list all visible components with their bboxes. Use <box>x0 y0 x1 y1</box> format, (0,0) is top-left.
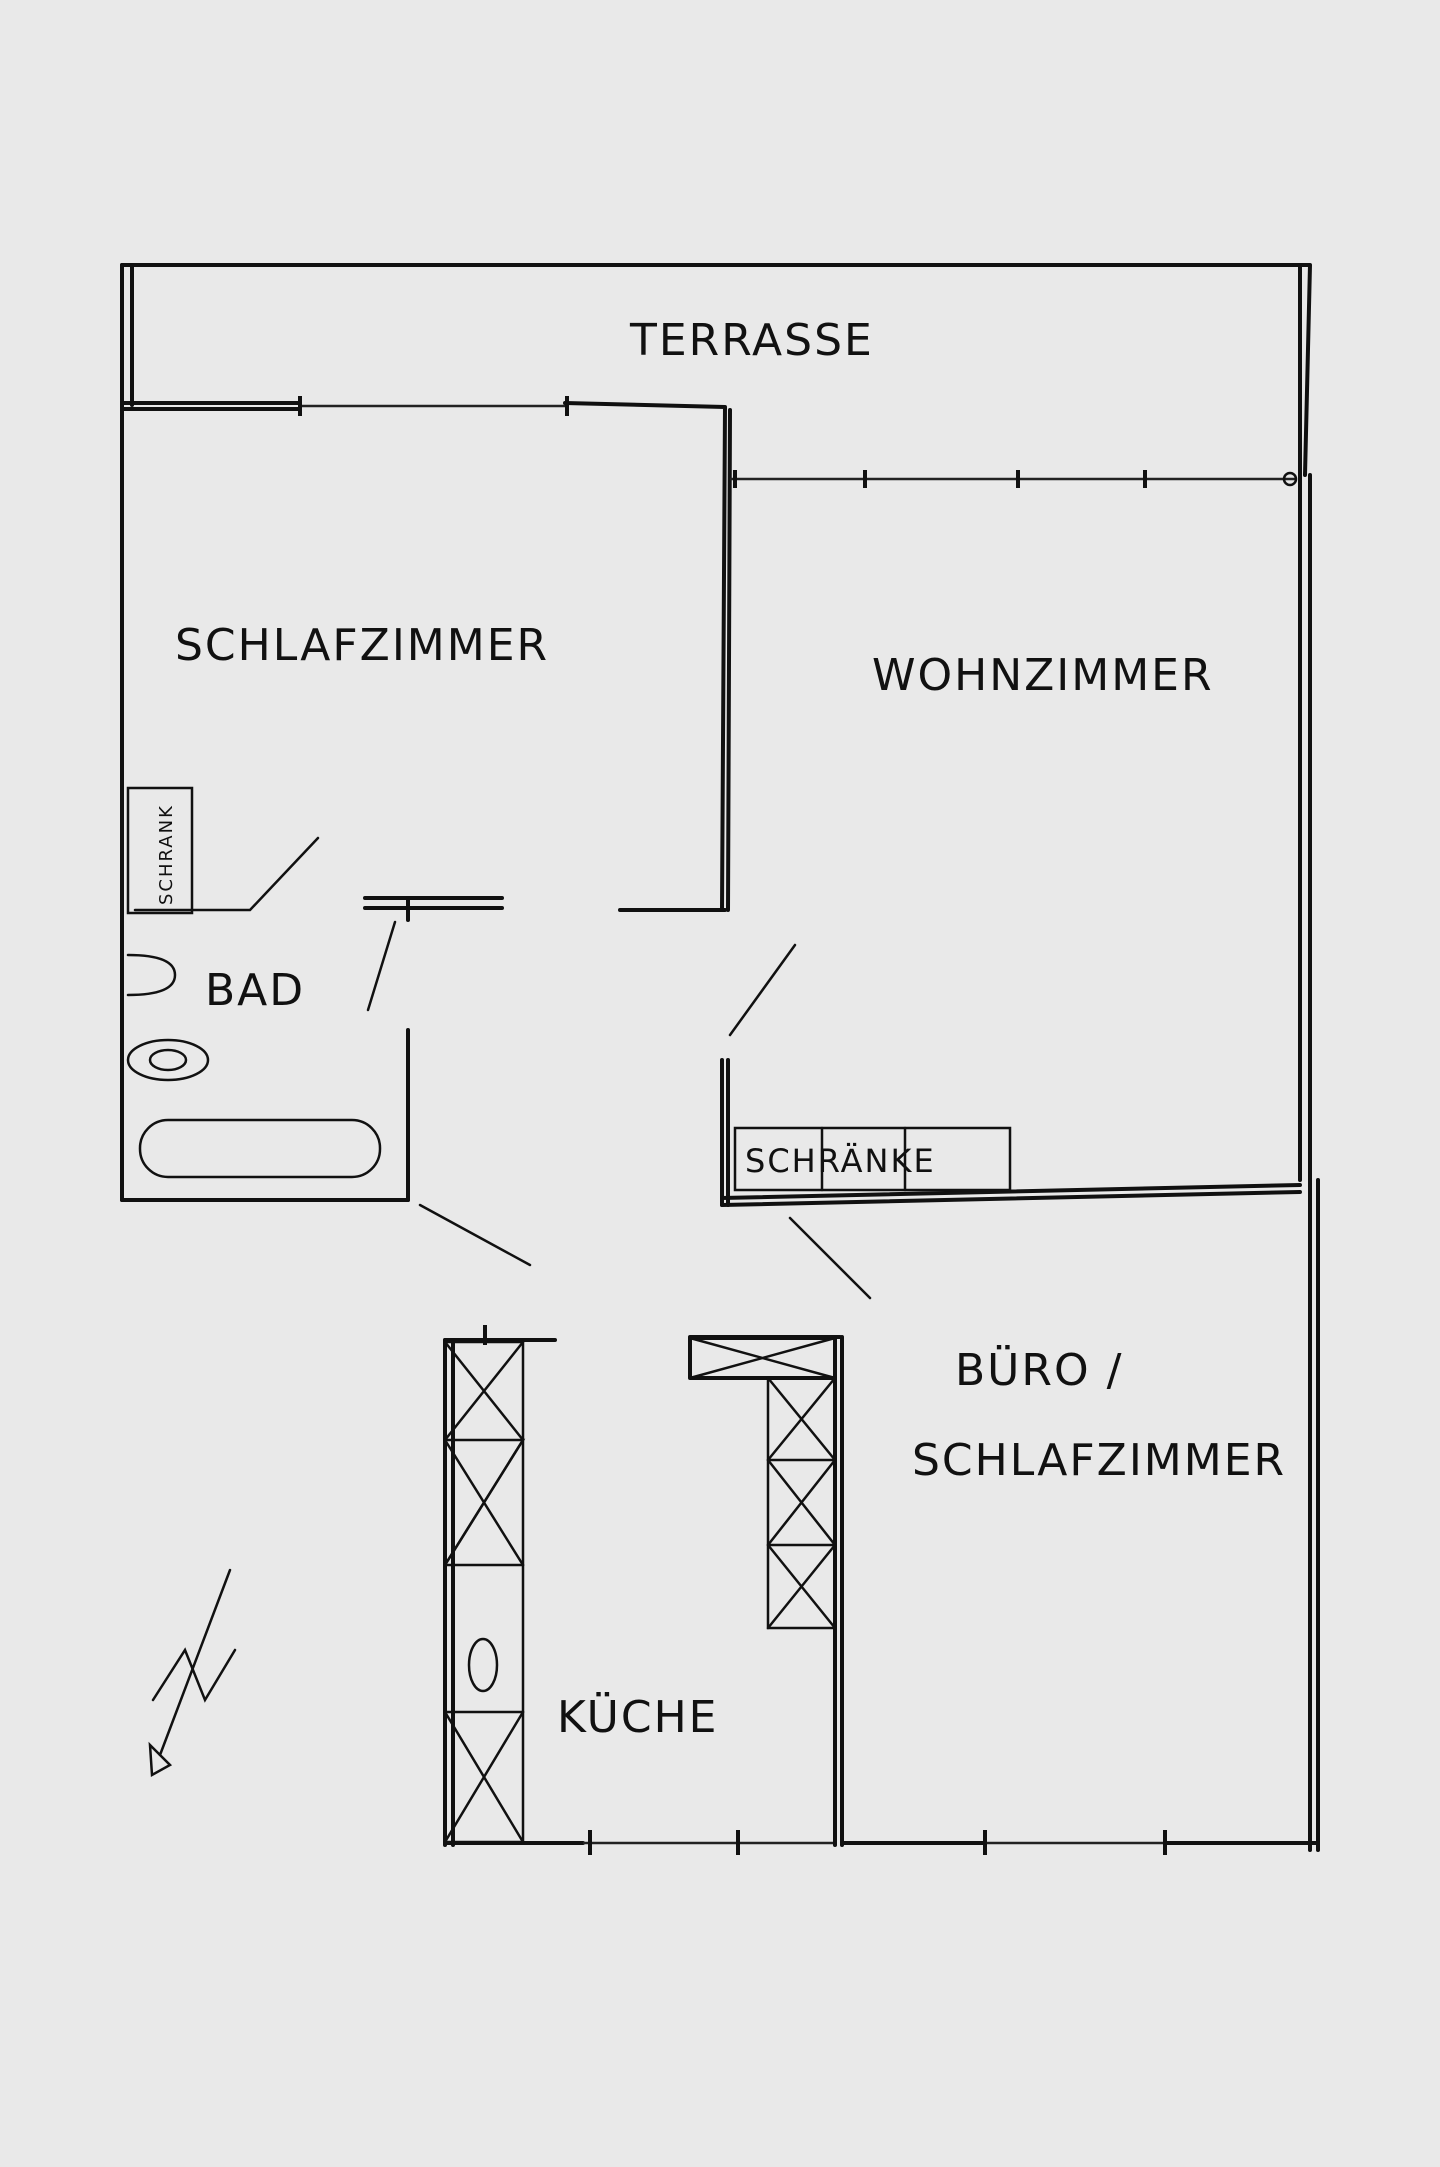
toilet-icon <box>126 1038 210 1082</box>
outer-walls <box>120 263 1320 1852</box>
wohnzimmer-window <box>730 470 1298 488</box>
schraenke-cabinet <box>733 1126 1012 1192</box>
label-buero-schlafzimmer: SCHLAFZIMMER <box>912 1435 1286 1486</box>
bathtub-icon <box>138 1118 382 1179</box>
label-kueche: KÜCHE <box>557 1691 719 1743</box>
kitchen-counter-left <box>443 1340 526 1844</box>
north-arrow-icon <box>148 1568 237 1778</box>
kueche-walls <box>443 1325 1320 1855</box>
kitchen-counter-right <box>688 1336 837 1630</box>
schrank-cabinet <box>126 786 194 915</box>
interior-walls <box>120 836 1302 1300</box>
sink-icon <box>126 953 177 997</box>
label-terrasse: TERRASSE <box>629 315 874 366</box>
bad-fixtures <box>126 786 382 1179</box>
label-schraenke: SCHRÄNKE <box>745 1142 936 1180</box>
label-schrank: SCHRANK <box>156 804 177 905</box>
label-buero: BÜRO / <box>955 1344 1123 1396</box>
stove-icon <box>467 1637 499 1693</box>
schlafzimmer-walls <box>120 396 732 912</box>
label-wohnzimmer: WOHNZIMMER <box>872 650 1214 701</box>
label-schlafzimmer: SCHLAFZIMMER <box>175 620 549 671</box>
label-bad: BAD <box>205 965 305 1016</box>
